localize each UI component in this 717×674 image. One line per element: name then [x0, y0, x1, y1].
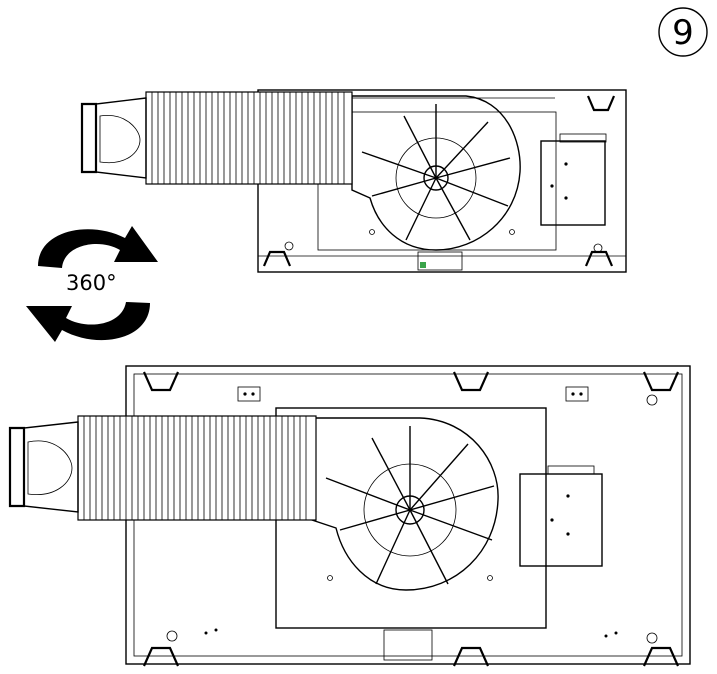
rotation-label: 360°	[66, 271, 117, 295]
unit-after-rotation	[8, 365, 691, 667]
rotate-arrows-icon: 360°	[26, 226, 158, 342]
step-badge: 9	[658, 7, 708, 57]
unit-before-rotation	[80, 89, 627, 273]
step-number: 9	[672, 13, 694, 53]
